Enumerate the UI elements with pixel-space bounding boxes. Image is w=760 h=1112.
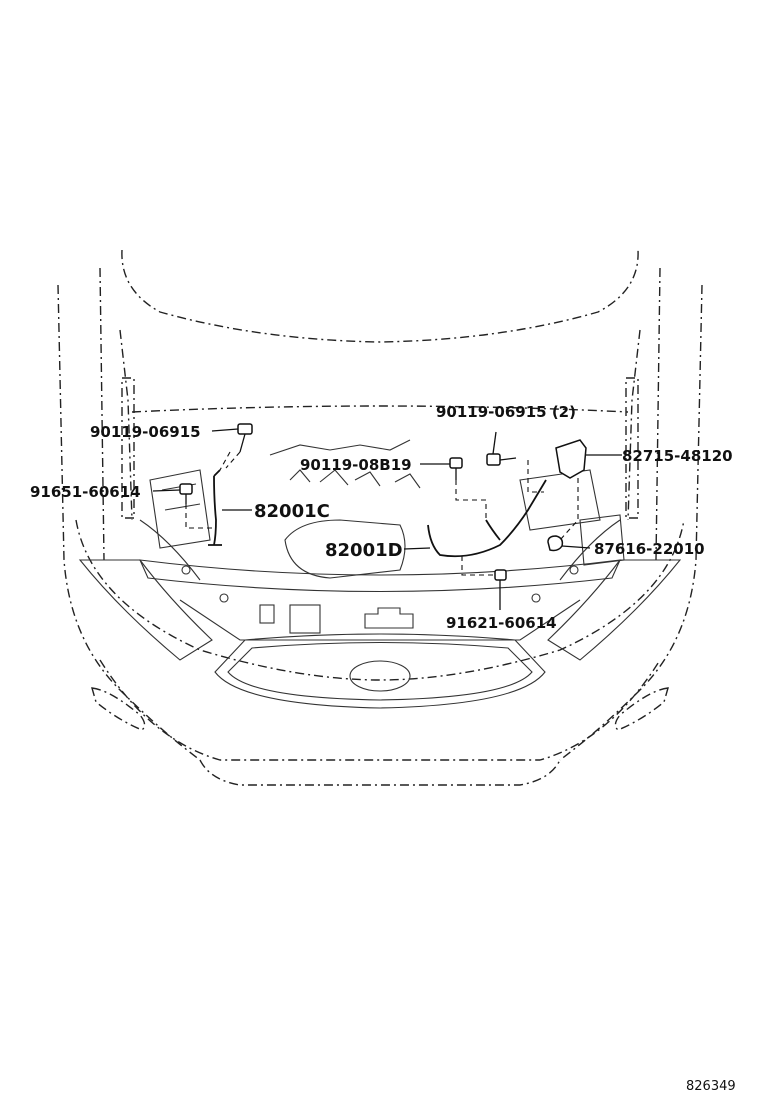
battery-area — [149, 469, 211, 549]
label-bolt-90119-06915: 90119-06915 — [90, 423, 201, 441]
mount-hole-2 — [219, 593, 229, 603]
radiator-support — [139, 559, 621, 593]
bumper-valance — [199, 759, 561, 786]
label-screw-91621-60614: 91621-60614 — [446, 614, 557, 632]
label-harness-82001c: 82001C — [254, 501, 330, 522]
bumper-lower — [99, 659, 661, 761]
cowl-line — [131, 405, 629, 413]
screw-icon — [494, 569, 507, 592]
label-bolt-90119-08b19: 90119-08B19 — [300, 456, 412, 474]
hood-outline — [121, 249, 639, 343]
grille-outline — [214, 633, 546, 709]
support-tab — [259, 604, 275, 624]
wheelhouse-right — [559, 519, 621, 581]
fog-lamp-right — [614, 687, 669, 731]
hood-side-left — [99, 267, 105, 561]
fuse-box — [519, 469, 601, 531]
fog-lamp-left — [91, 687, 146, 731]
reservoir-right — [579, 514, 625, 566]
radiator-support-lower — [179, 599, 581, 641]
bracket-icon — [555, 439, 587, 479]
screw-icon — [179, 483, 193, 504]
harness-82001c — [208, 469, 222, 546]
strut-left — [121, 377, 135, 519]
bumper-upper — [75, 519, 685, 681]
hood-hinge-left — [119, 329, 133, 521]
engine-bay — [139, 439, 625, 641]
support-panel-center — [364, 607, 414, 629]
fender-right-outer — [559, 284, 703, 761]
grille-inner — [227, 641, 533, 701]
leader-lines — [152, 428, 622, 610]
vehicle-outline — [57, 249, 703, 786]
hood-hinge-right — [627, 329, 641, 521]
support-panel-left — [289, 604, 321, 634]
bolt-icon — [237, 423, 253, 453]
fender-left-outer — [57, 284, 201, 761]
mount-hole-4 — [569, 565, 579, 575]
strut-right — [625, 377, 639, 519]
label-harness-82001d: 82001D — [325, 540, 403, 561]
wheelhouse-left — [139, 519, 201, 581]
harness-82001d — [427, 479, 547, 558]
label-bracket-82715-48120: 82715-48120 — [622, 447, 733, 465]
harness-82001d-branch — [485, 519, 501, 541]
parts — [179, 423, 587, 592]
bolt-icon — [486, 453, 517, 466]
label-clamp-87616-22010: 87616-22010 — [594, 540, 705, 558]
intake-runners — [269, 439, 421, 489]
label-bolt-90119-06915-qty2: 90119-06915 (2) — [436, 403, 576, 421]
headlamp-left — [78, 559, 213, 661]
figure-id: 826349 — [686, 1079, 736, 1094]
label-screw-91651-60614: 91651-60614 — [30, 483, 141, 501]
mount-hole-3 — [531, 593, 541, 603]
mount-hole-1 — [181, 565, 191, 575]
hood-side-right — [655, 267, 661, 561]
bolt-icon — [449, 457, 463, 480]
clamp-icon — [547, 535, 564, 552]
emblem — [349, 660, 411, 692]
headlamp-right — [547, 559, 682, 661]
